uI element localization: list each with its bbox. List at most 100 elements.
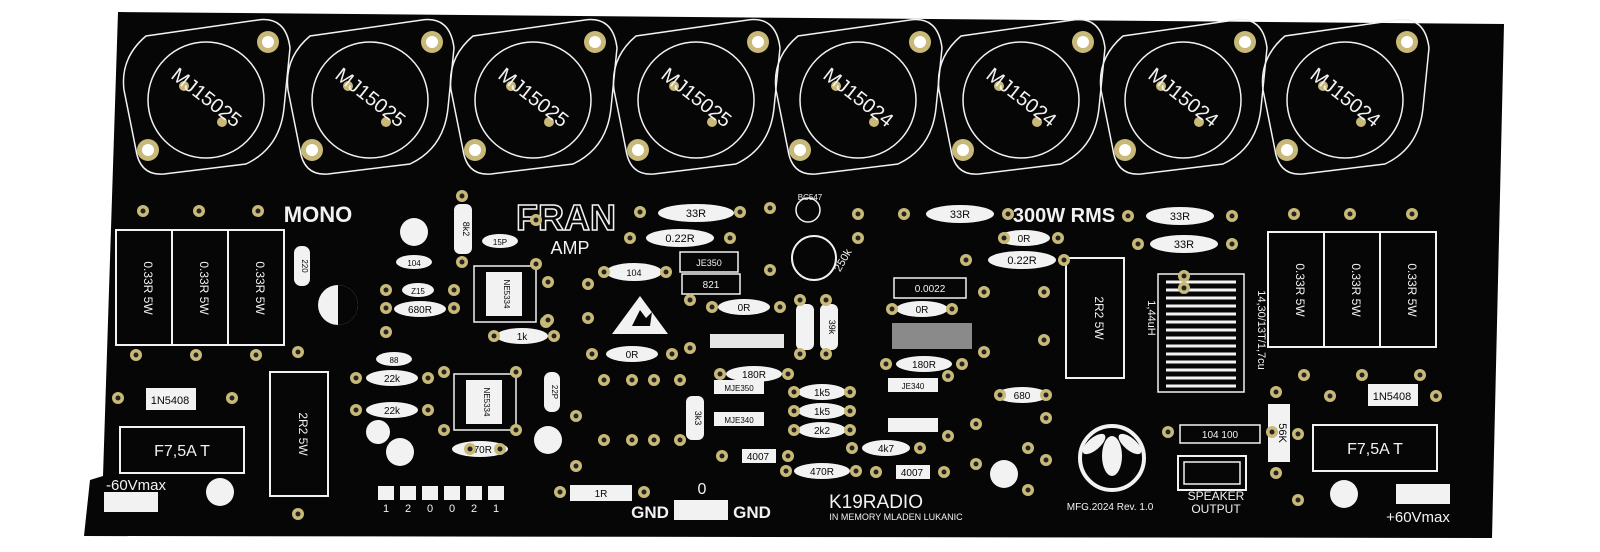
- resistor-2r2-left: [269, 371, 329, 497]
- pad-hole: [767, 205, 773, 211]
- pad-hole: [847, 408, 853, 414]
- pad-hole: [383, 287, 389, 293]
- transistor-can: [474, 41, 592, 159]
- diode-label: 4007: [901, 468, 924, 479]
- polarity-mark: [338, 285, 358, 325]
- pad-hole: [981, 349, 987, 355]
- pad-hole: [1273, 389, 1279, 395]
- diode-band: [736, 449, 742, 463]
- pad-hole: [1229, 241, 1235, 247]
- resistor-1k: [496, 328, 548, 344]
- transistor-can: [637, 41, 755, 159]
- memorial-label: IN MEMORY MLADEN LUKANIC: [829, 512, 963, 522]
- pad-hole: [945, 433, 951, 439]
- diode-4007-a: [736, 449, 776, 463]
- resistor-label: 180R: [912, 360, 936, 371]
- pad-hole: [669, 351, 675, 357]
- lead-pad: [1356, 117, 1366, 127]
- emitter-resistors-left: 0.33R 5W 0.33R 5W 0.33R 5W: [115, 229, 285, 346]
- pad-hole: [1433, 393, 1439, 399]
- pad-hole: [797, 351, 803, 357]
- fuse-holder-left: [119, 426, 245, 474]
- resistor-label: 56K: [1276, 423, 1288, 443]
- capacitor-15p: [482, 234, 518, 248]
- resistor-1k5-b: [798, 403, 846, 419]
- pad-hole: [973, 461, 979, 467]
- pad-hole: [651, 377, 657, 383]
- speaker-output-label-top: SPEAKER: [1188, 489, 1245, 503]
- resistor-label: 0R: [916, 305, 929, 316]
- pad-hole: [677, 377, 683, 383]
- capacitor-label: 220: [300, 259, 309, 273]
- pad-hole: [1043, 392, 1049, 398]
- pad-hole: [585, 281, 591, 287]
- inductor-coil: [1166, 280, 1236, 388]
- pad-hole: [459, 259, 465, 265]
- lead-pad: [1194, 117, 1204, 127]
- brand-subtitle: AMP: [550, 238, 589, 258]
- capacitor-label: 104 100: [1202, 430, 1239, 441]
- pad-hole: [981, 289, 987, 295]
- resistor-1r: [570, 485, 632, 501]
- resistor-33r-d: [1150, 235, 1218, 253]
- resistor-8k2: [454, 204, 472, 254]
- pad-hole: [1041, 289, 1047, 295]
- pad-hole: [767, 267, 773, 273]
- capacitor-104-b: [396, 255, 432, 269]
- trimmer-potentiometer: [791, 235, 837, 281]
- pad-hole: [727, 235, 733, 241]
- transistor-outline: [612, 18, 781, 175]
- speaker-connector: [1177, 455, 1247, 491]
- resistor-label: 0.33R 5W: [1293, 263, 1307, 317]
- small-resistors: 33R 33R 33R 33R 0.22R 0.22R 680R 1k 22k …: [366, 204, 1218, 501]
- pad-hole: [533, 261, 539, 267]
- transistor-outline: [1261, 18, 1430, 175]
- diode-label: 4007: [747, 452, 770, 463]
- pad-hole: [1417, 372, 1423, 378]
- capacitor-88: [376, 352, 412, 366]
- pad-hole: [441, 369, 447, 375]
- pad-hole: [1301, 372, 1307, 378]
- pad-hole: [1409, 211, 1415, 217]
- resistor-680r: [394, 301, 446, 317]
- transistor-can: [311, 41, 429, 159]
- pad-hole: [1347, 211, 1353, 217]
- solder-pads: [112, 190, 1442, 520]
- resistor-22k-a: [366, 370, 418, 386]
- mount-hole: [1077, 36, 1089, 48]
- pad-hole: [1273, 470, 1279, 476]
- component-label: 821: [703, 280, 720, 291]
- input-zero-label: 0: [698, 481, 707, 498]
- pad-hole: [451, 305, 457, 311]
- pad-hole: [467, 446, 473, 452]
- pad-hole: [849, 445, 855, 451]
- capacitor-label: 0.0022: [915, 284, 946, 295]
- pad-hole: [1327, 393, 1333, 399]
- pos-supply-connector: [1396, 484, 1450, 504]
- pad-hole: [823, 297, 829, 303]
- logo-wing: [1082, 433, 1106, 455]
- pad-hole: [855, 235, 861, 241]
- transistor-je340: [888, 378, 938, 392]
- pad-hole: [253, 352, 259, 358]
- pad-hole: [783, 468, 789, 474]
- mount-hole: [794, 144, 806, 156]
- resistor-label: 2R2 5W: [296, 412, 310, 456]
- diode-band: [196, 388, 208, 410]
- resistor-label: 33R: [950, 209, 970, 221]
- resistor-180r-b: [896, 356, 952, 372]
- pad-hole: [963, 257, 969, 263]
- resistor-label: 0.33R 5W: [1349, 263, 1363, 317]
- resistor-33r-c: [1146, 207, 1214, 225]
- transistor-label: BC547: [798, 193, 823, 202]
- resistor-label: 470R: [810, 467, 834, 478]
- ic-outline: [453, 373, 517, 431]
- resistor-label: 2R2 5W: [1092, 296, 1106, 340]
- pad-hole: [629, 377, 635, 383]
- pad-hole: [1269, 429, 1275, 435]
- mount-hole: [957, 144, 969, 156]
- gnd-right-label: GND: [733, 503, 771, 522]
- pad-hole: [719, 453, 725, 459]
- capacitor-label: 15P: [493, 238, 507, 247]
- resistor-label: 22k: [384, 374, 401, 385]
